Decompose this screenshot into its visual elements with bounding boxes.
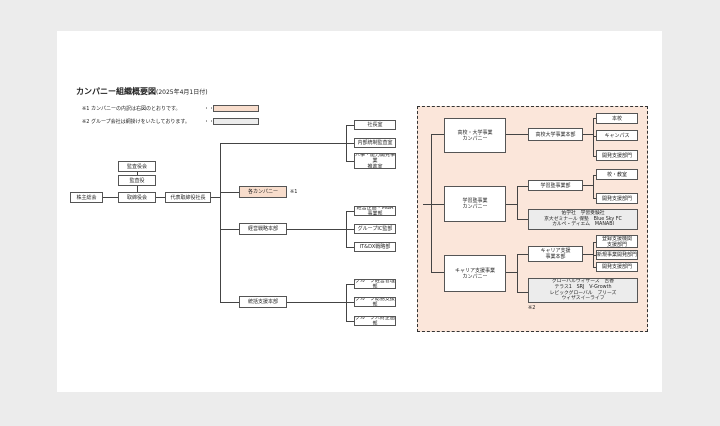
connector bbox=[517, 254, 528, 255]
connector bbox=[287, 229, 346, 230]
companies-box: 各カンパニー bbox=[239, 186, 287, 198]
unit-group-management: グループ経営管理部 bbox=[354, 279, 396, 289]
leaf-registered-support: 登録支援機関 支援部門 bbox=[596, 235, 638, 248]
group-note-mark: ※2 bbox=[528, 305, 536, 311]
hq-career-support: キャリア支援 事業本部 bbox=[528, 246, 583, 262]
connector bbox=[583, 254, 593, 255]
audit-committee-box: 監査役会 bbox=[118, 161, 156, 172]
leaf-school-classroom: 校・教室 bbox=[596, 169, 638, 180]
leaf-dev-support-3: 開発支援部門 bbox=[596, 262, 638, 272]
legend-swatch-group bbox=[213, 118, 259, 125]
unit-corporate-planning: 経営企画・M&A事業部 bbox=[354, 206, 396, 216]
connector bbox=[137, 172, 138, 175]
legend-note-1: ※1 カンパニーの内訳は右図のとおりです。 bbox=[82, 106, 181, 112]
connector bbox=[506, 204, 517, 205]
unit-group-general-affairs: グループ総務支援部 bbox=[354, 297, 396, 307]
connector bbox=[593, 156, 596, 157]
connector bbox=[423, 204, 431, 205]
legend-dots-1: ・・・ bbox=[204, 106, 220, 112]
connector bbox=[593, 242, 596, 243]
legend-dots-2: ・・・ bbox=[204, 119, 220, 125]
connector bbox=[287, 302, 346, 303]
connector bbox=[593, 136, 596, 137]
companies-note-mark: ※1 bbox=[290, 189, 298, 195]
company-career-support: キャリア支援事業 カンパニー bbox=[444, 255, 506, 292]
connector bbox=[220, 302, 239, 303]
connector bbox=[593, 118, 594, 156]
hq-cram-school: 学習塾事業部 bbox=[528, 180, 583, 191]
connector bbox=[583, 185, 593, 186]
title-date: (2025年4月1日付) bbox=[156, 89, 208, 96]
connector bbox=[211, 197, 220, 198]
connector bbox=[517, 292, 528, 293]
title-main: カンパニー組織概要図 bbox=[76, 87, 156, 96]
connector bbox=[431, 134, 432, 272]
connector bbox=[346, 211, 354, 212]
unit-group-hr-planning: グループ人財企画部 bbox=[354, 316, 396, 326]
chart-title: カンパニー組織概要図(2025年4月1日付) bbox=[76, 86, 208, 97]
connector bbox=[346, 302, 354, 303]
leaf-dev-support-2: 開発支援部門 bbox=[596, 193, 638, 204]
connector bbox=[593, 242, 594, 267]
connector bbox=[593, 267, 596, 268]
connector bbox=[517, 186, 528, 187]
leaf-dev-support-1: 開発支援部門 bbox=[596, 150, 638, 161]
legend-note-2: ※2 グループ会社は網掛けをいたしております。 bbox=[82, 119, 190, 125]
connector bbox=[583, 134, 593, 135]
connector bbox=[137, 186, 138, 192]
connector bbox=[346, 161, 354, 162]
connector bbox=[346, 284, 354, 285]
leaf-main-school: 本校 bbox=[596, 113, 638, 124]
auditor-box: 監査役 bbox=[118, 175, 156, 186]
legend-swatch-companies bbox=[213, 105, 259, 112]
unit-hr-development: 人事・能力開発事業 推進室 bbox=[354, 153, 396, 169]
connector bbox=[220, 229, 239, 230]
connector bbox=[593, 255, 596, 256]
connector bbox=[506, 134, 528, 135]
hq-high-school-university: 高校大学事業本部 bbox=[528, 128, 583, 141]
company-high-school-university: 高校・大学事業 カンパニー bbox=[444, 118, 506, 153]
connector bbox=[220, 143, 346, 144]
connector bbox=[593, 198, 596, 199]
ceo-box: 代表取締役社長 bbox=[165, 192, 211, 203]
connector bbox=[346, 125, 354, 126]
connector bbox=[593, 175, 594, 198]
connector bbox=[156, 197, 165, 198]
connector bbox=[431, 134, 444, 135]
support-hq-box: 統括支援本部 bbox=[239, 296, 287, 308]
group-companies-career: グローバルウィザーズ 吉香 テラス1 SRJ V-Growth レビックグローバ… bbox=[528, 278, 638, 303]
strategy-hq-box: 経営戦略本部 bbox=[239, 223, 287, 235]
group-companies-cram: 佑学社 学習受験社 京大ゼミナール 保塾 Blue Sky FC カルペ・ディエ… bbox=[528, 209, 638, 230]
company-cram-school: 学習塾事業 カンパニー bbox=[444, 186, 506, 222]
leaf-campus: キャンパス bbox=[596, 130, 638, 141]
connector bbox=[103, 197, 118, 198]
connector bbox=[593, 175, 596, 176]
unit-it-dx: IT&DX戦略部 bbox=[354, 242, 396, 252]
unit-president-office: 社長室 bbox=[354, 120, 396, 130]
connector bbox=[346, 247, 354, 248]
connector bbox=[346, 143, 354, 144]
connector bbox=[517, 186, 518, 219]
shareholders-box: 株主総会 bbox=[70, 192, 103, 203]
connector bbox=[346, 229, 354, 230]
unit-group-ic: グループIC監部 bbox=[354, 224, 396, 234]
unit-internal-audit: 内部統制監査室 bbox=[354, 138, 396, 148]
leaf-new-business-dev: 新規事業開発部門 bbox=[596, 250, 638, 260]
connector bbox=[517, 219, 528, 220]
connector bbox=[346, 321, 354, 322]
connector bbox=[220, 143, 221, 303]
connector bbox=[593, 118, 596, 119]
connector bbox=[431, 272, 444, 273]
connector bbox=[220, 192, 239, 193]
board-box: 取締役会 bbox=[118, 192, 156, 203]
connector bbox=[517, 254, 518, 292]
connector bbox=[431, 204, 444, 205]
connector bbox=[506, 272, 517, 273]
